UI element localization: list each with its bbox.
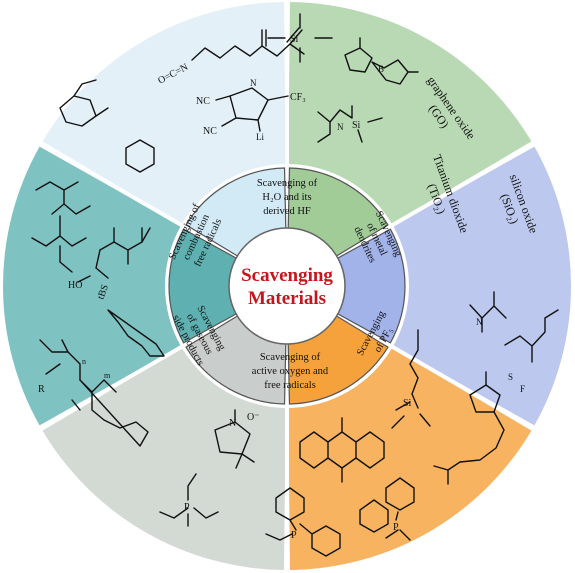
p-phos-label: P bbox=[184, 502, 190, 513]
ho-label: HO bbox=[68, 280, 82, 291]
structures-gaseous: tBS R n m bbox=[38, 283, 165, 447]
phosphate-structure: P bbox=[159, 473, 219, 527]
si-siloxane-label: Si bbox=[290, 34, 299, 45]
o-minus-label: O⁻ bbox=[247, 412, 260, 423]
center-disk bbox=[228, 227, 346, 345]
outer-sector-h2o_hf bbox=[42, 2, 286, 224]
outer-sector-metal bbox=[288, 2, 532, 224]
p-phosphine-label: P bbox=[291, 530, 297, 541]
f-label: F bbox=[520, 384, 525, 394]
s-fsi-label: S bbox=[508, 372, 513, 382]
si-amine-label: Si bbox=[352, 120, 361, 131]
si-pf5-label: Si bbox=[403, 398, 412, 409]
borate-structure: B bbox=[344, 37, 419, 85]
tbs-label: tBS bbox=[95, 283, 110, 301]
nitrone-structure: N O⁻ bbox=[214, 409, 260, 469]
siloxane-structure: Si bbox=[267, 13, 333, 63]
p-oxide-label: P bbox=[393, 522, 399, 533]
label-h2o-hf: Scavenging of H₂O and its derived HF bbox=[257, 178, 318, 217]
n-imid-label: N bbox=[250, 78, 257, 88]
phosphinite-structure: P bbox=[265, 487, 341, 557]
n-sub-label: n bbox=[82, 357, 86, 366]
b-borate-label: B bbox=[378, 64, 384, 74]
anthraquinone-structure bbox=[299, 417, 385, 483]
sector-divider bbox=[38, 141, 186, 229]
phosphine-oxide-structure: P bbox=[359, 477, 415, 541]
n-amine-label: N bbox=[337, 122, 344, 132]
r-group-label: R bbox=[38, 384, 45, 395]
inner-ring bbox=[168, 167, 406, 405]
center-title-line1: Scavenging bbox=[241, 265, 333, 286]
outer-sector-combustion bbox=[2, 146, 181, 426]
silylamine-structure: N Si bbox=[317, 105, 383, 143]
structures-active-oxygen: N O⁻ P P P bbox=[159, 409, 415, 557]
m-sub-label: m bbox=[104, 371, 111, 380]
n-pf5-label: N bbox=[476, 317, 483, 327]
outer-sector-active_oxygen bbox=[288, 348, 532, 570]
structures-combustion: HO bbox=[31, 79, 155, 291]
label-active-1: Scavenging of bbox=[260, 352, 321, 363]
label-h2o-hf-1: Scavenging of bbox=[257, 178, 318, 189]
n-nitrone-label: N bbox=[229, 418, 236, 429]
li-label: Li bbox=[256, 132, 264, 142]
center-title-line2: Materials bbox=[248, 288, 326, 309]
nc-top-label: NC bbox=[196, 96, 210, 107]
nc-bottom-label: NC bbox=[203, 126, 217, 137]
sector-divider bbox=[38, 343, 186, 431]
label-active-3: free radicals bbox=[264, 380, 316, 391]
litdi-structure: CF₃ NC NC N Li bbox=[196, 78, 306, 142]
outer-sector-gaseous bbox=[42, 348, 286, 570]
cf3-label: CF₃ bbox=[290, 92, 306, 103]
label-active-oxygen: Scavenging of active oxygen and free rad… bbox=[252, 352, 329, 391]
outer-sector-pf5 bbox=[393, 146, 571, 426]
label-h2o-hf-3: derived HF bbox=[263, 206, 311, 217]
label-h2o-hf-2: H₂O and its bbox=[262, 192, 311, 203]
sector-divider bbox=[388, 141, 536, 229]
label-active-2: active oxygen and bbox=[252, 366, 329, 377]
structures-pf5: N S F Si bbox=[391, 291, 559, 485]
